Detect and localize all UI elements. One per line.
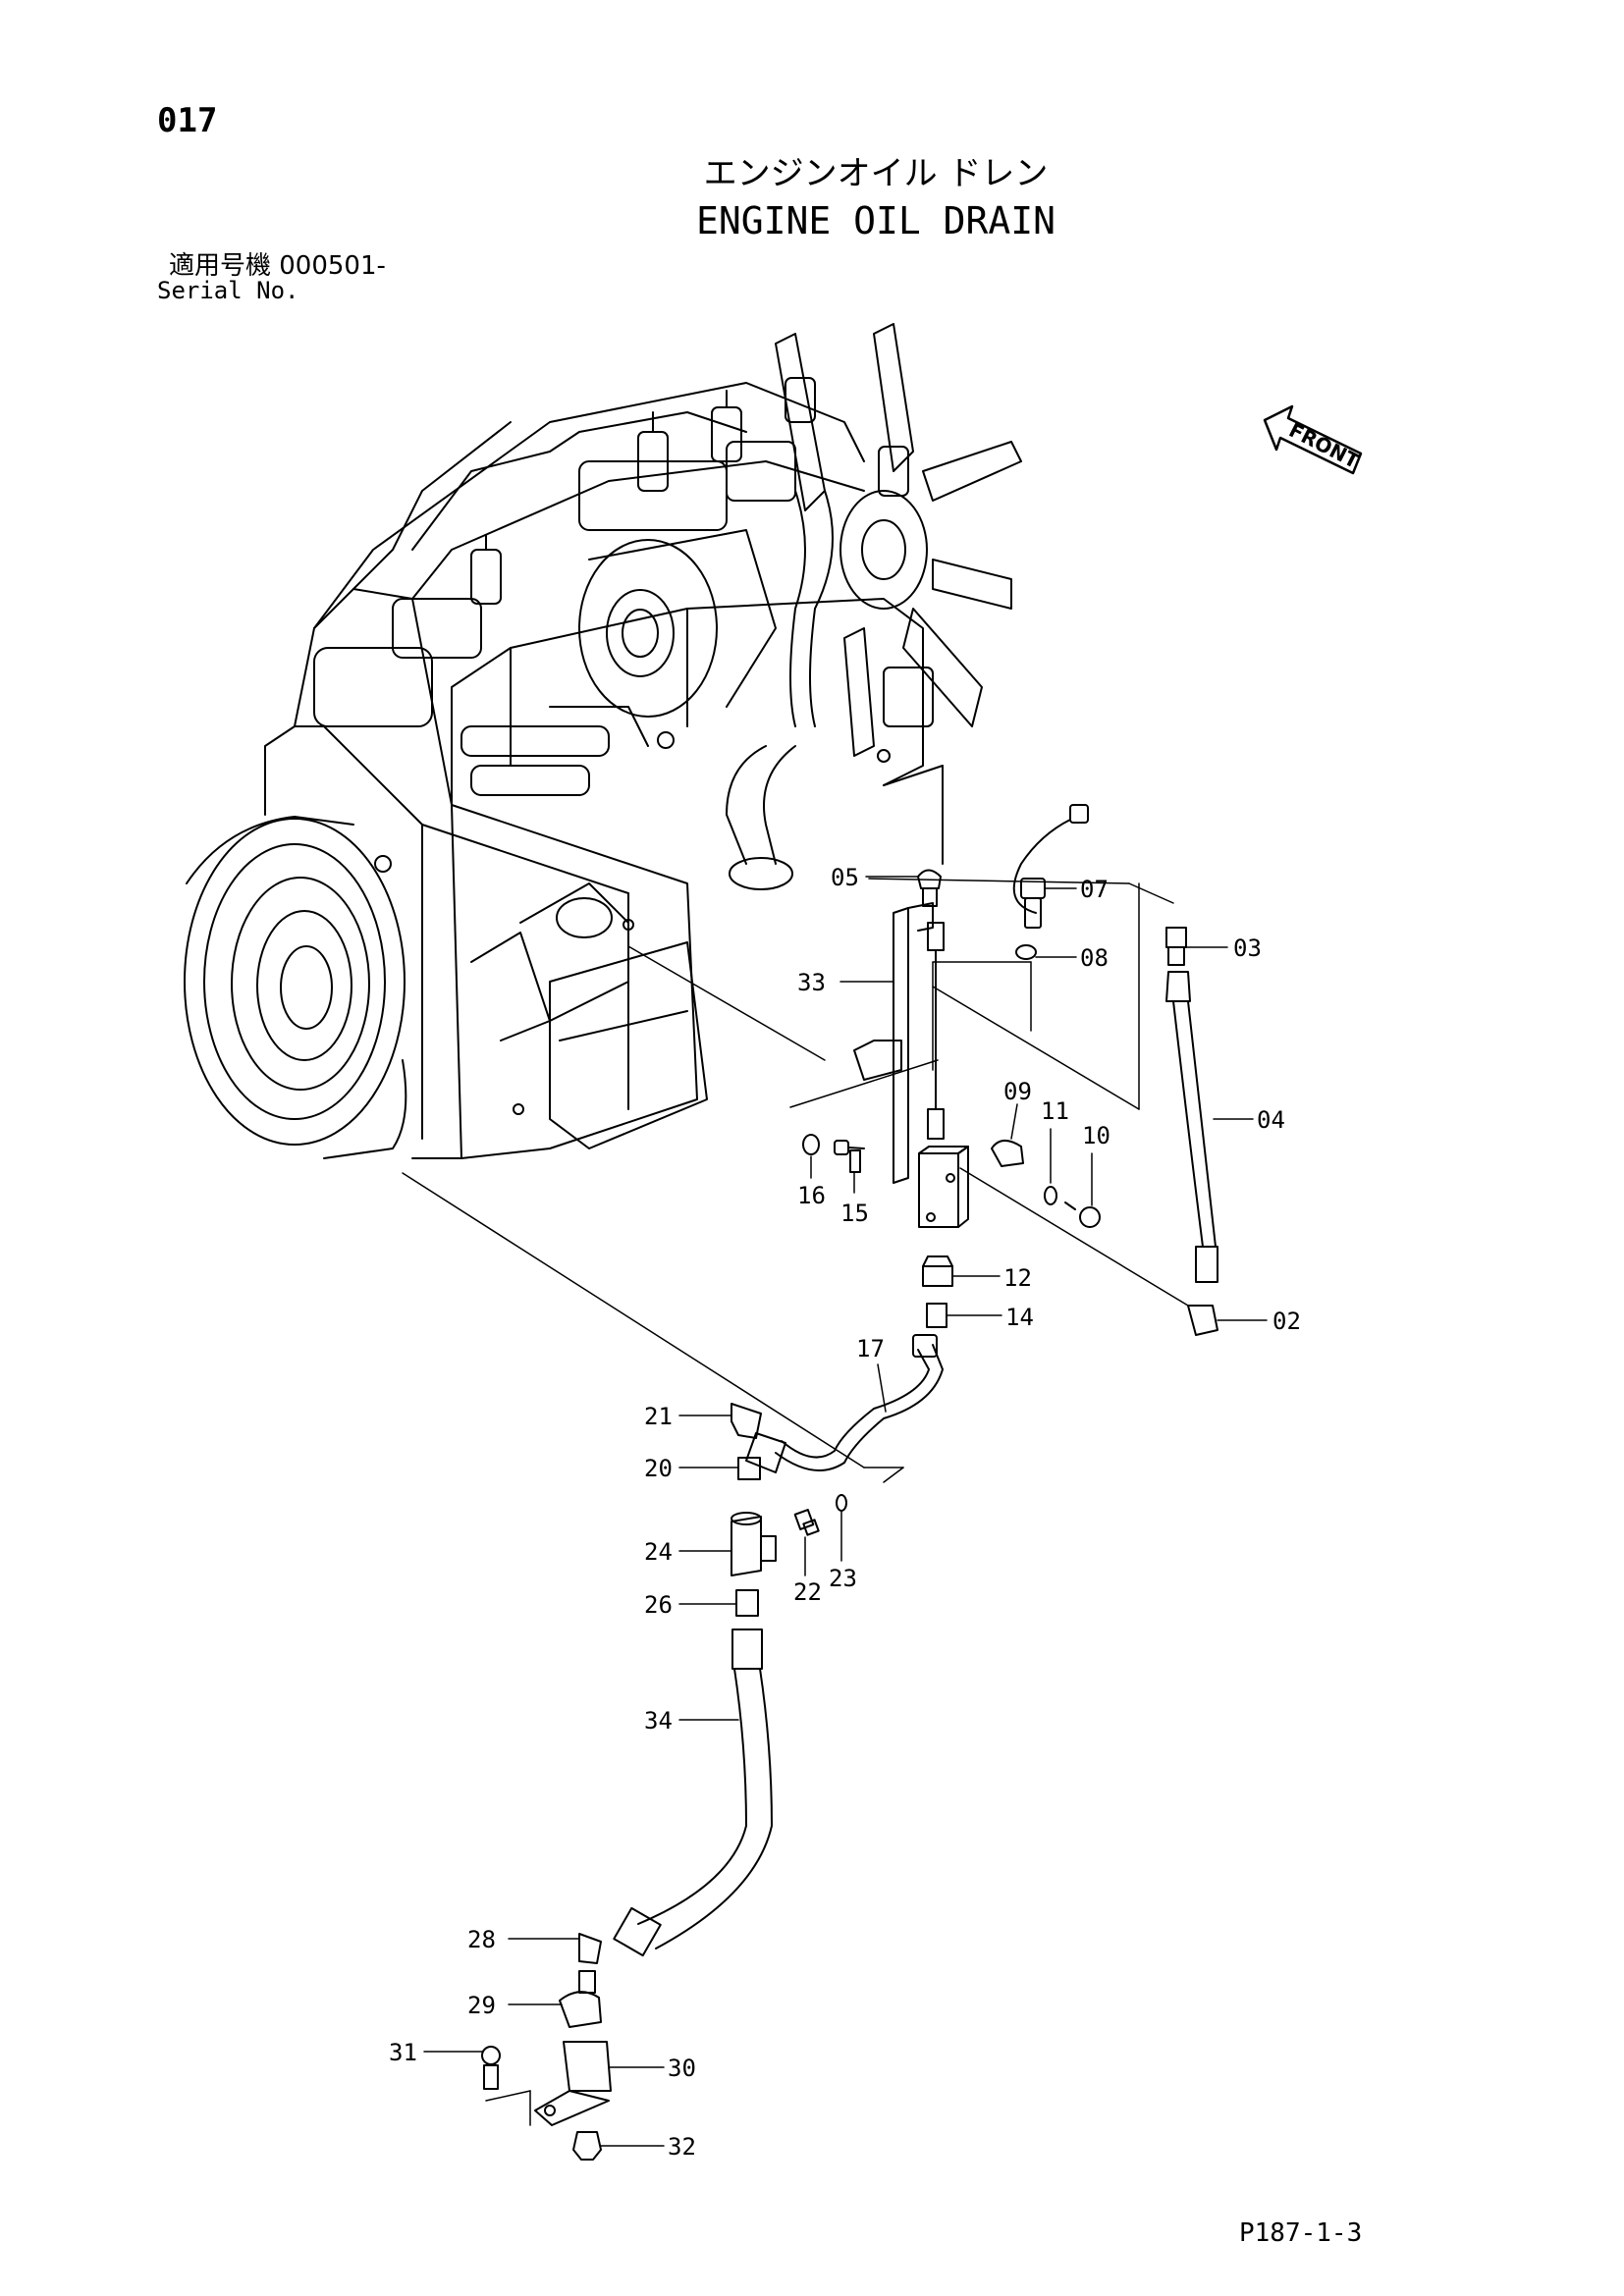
callout-12: 12 — [1003, 1264, 1032, 1292]
assembly-leader-lines — [402, 878, 1189, 2126]
callout-32: 32 — [668, 2133, 696, 2161]
callout-02: 02 — [1272, 1308, 1301, 1335]
callout-14: 14 — [1005, 1304, 1034, 1331]
callout-16: 16 — [797, 1182, 826, 1209]
page-number: 017 — [157, 101, 218, 140]
callout-31: 31 — [389, 2039, 417, 2066]
callout-22: 22 — [793, 1578, 822, 1606]
callout-24: 24 — [644, 1538, 673, 1566]
callout-21: 21 — [644, 1403, 673, 1430]
callout-03: 03 — [1233, 934, 1262, 962]
serial-label: Serial No. — [157, 277, 299, 304]
callouts: 05 07 03 33 08 09 11 10 04 16 15 12 02 1… — [389, 864, 1301, 2161]
callout-20: 20 — [644, 1455, 673, 1482]
callout-17: 17 — [856, 1335, 885, 1362]
serial-label-japanese: 適用号機 000501- — [169, 251, 386, 281]
callout-23: 23 — [829, 1565, 857, 1592]
callout-09: 09 — [1003, 1078, 1032, 1105]
callout-26: 26 — [644, 1591, 673, 1619]
callout-34: 34 — [644, 1707, 673, 1735]
callout-10: 10 — [1082, 1122, 1110, 1149]
page-title-japanese: エンジンオイル ドレン — [703, 154, 1049, 193]
callout-11: 11 — [1041, 1097, 1069, 1125]
callout-15: 15 — [840, 1200, 869, 1227]
page-title: ENGINE OIL DRAIN — [695, 199, 1056, 242]
parts — [481, 804, 1218, 2161]
callout-28: 28 — [467, 1926, 496, 1953]
callout-07: 07 — [1080, 876, 1109, 903]
callout-08: 08 — [1080, 944, 1109, 972]
callout-30: 30 — [668, 2055, 696, 2082]
callout-29: 29 — [467, 1992, 496, 2019]
engine-illustration — [184, 323, 1022, 1159]
reference-code: P187-1-3 — [1239, 2218, 1363, 2248]
front-arrow-icon: FRONT — [1263, 404, 1363, 475]
callout-33: 33 — [797, 969, 826, 996]
callout-05: 05 — [831, 864, 859, 891]
callout-04: 04 — [1257, 1106, 1285, 1134]
